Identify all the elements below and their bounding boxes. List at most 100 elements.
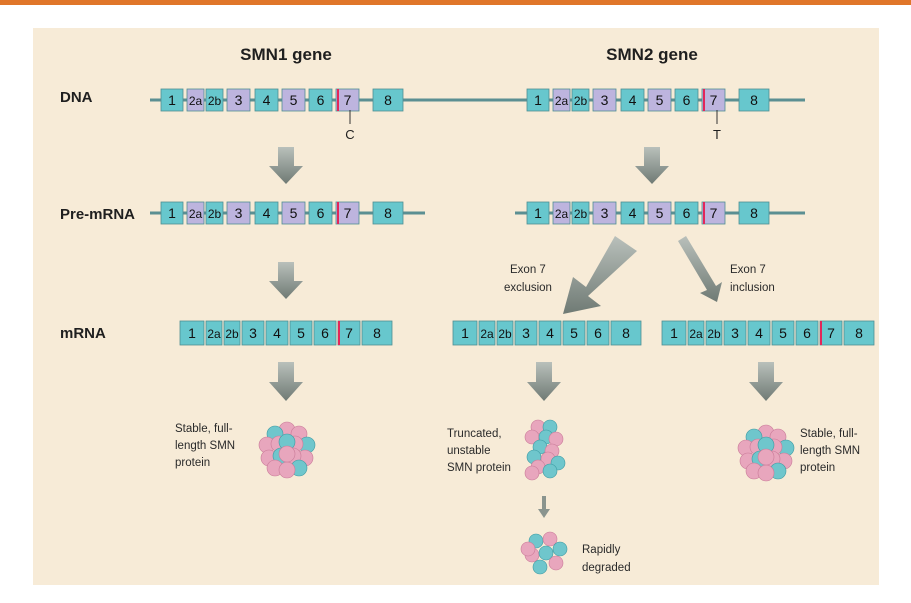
smn1-premrna-exon-5	[281, 201, 306, 225]
smn2-premrna-exon-label-8: 8	[750, 205, 758, 221]
smn2-mrna-excluded-exon-label-2b: 2b	[498, 327, 512, 341]
smn1-dna-exon-7	[335, 88, 360, 112]
arrow-full-mrna-to-protein	[749, 362, 783, 401]
smn2-dna-exon-8	[738, 88, 770, 112]
smn1-mrna-exon-2b	[223, 320, 241, 346]
smn1-gene-title: SMN1 gene	[240, 45, 332, 64]
smn2-premrna-exon-5	[647, 201, 672, 225]
protein-bead	[542, 531, 558, 547]
smn2-dna-exon-label-8: 8	[750, 92, 758, 108]
smn2-premrna-exon-6	[674, 201, 699, 225]
smn1-dna-exon-3	[226, 88, 251, 112]
smn1-premrna-exon-label-2a: 2a	[189, 207, 203, 221]
smn2-mrna-included-exon-1	[661, 320, 687, 346]
smn2-mrna-included-exon-label-6: 6	[803, 325, 811, 341]
smn2-mrna-included-exon-label-5: 5	[779, 325, 787, 341]
smn1-mrna-exon-1	[179, 320, 205, 346]
smn2-premrna-exon-label-6: 6	[683, 205, 691, 221]
smn2-premrna-exon-2b	[571, 201, 590, 225]
smn2-mrna-included-exon-8	[843, 320, 875, 346]
flow-arrows	[269, 147, 783, 518]
smn1-premrna-exon-2a	[186, 201, 205, 225]
smn1-mrna-exon-2a	[205, 320, 223, 346]
arrow-smn1-premrna-to-mrna	[269, 262, 303, 299]
smn2-truncated-protein	[524, 419, 566, 481]
smn2-dna-exon-label-6: 6	[683, 92, 691, 108]
smn2-dna-exon-label-5: 5	[656, 92, 664, 108]
smn2-dna-exon-label-2b: 2b	[574, 94, 588, 108]
smn1-premrna-exon-label-7: 7	[344, 205, 352, 221]
truncated-outcome-line2: unstable	[447, 445, 490, 457]
smn2-mrna-included-exon-4	[747, 320, 771, 346]
smn2-premrna-exon-label-2a: 2a	[555, 207, 569, 221]
smn1-dna-exon-label-1: 1	[168, 92, 176, 108]
protein-clusters	[258, 419, 795, 575]
smn2-premrna-exon-2a	[552, 201, 571, 225]
smn1-premrna-exon-label-1: 1	[168, 205, 176, 221]
protein-bead	[524, 465, 540, 481]
smn2-premrna-exon-label-4: 4	[629, 205, 637, 221]
smn2-dna-exon-label-2a: 2a	[555, 94, 569, 108]
smn1-mrna-exon-label-5: 5	[297, 325, 305, 341]
smn2-dna-exon-label-7: 7	[710, 92, 718, 108]
smn1-premrna-exon-label-4: 4	[263, 205, 271, 221]
smn2-mrna-excluded-exon-6	[586, 320, 610, 346]
smn2-mrna-excluded-exon-label-2a: 2a	[480, 327, 494, 341]
smn1-mrna-exon-label-2b: 2b	[225, 327, 239, 341]
smn1-mrna-exon-label-7: 7	[345, 325, 353, 341]
smn1-mrna-exon-label-6: 6	[321, 325, 329, 341]
smn1-dna-exon-2a	[186, 88, 205, 112]
smn1-dna-exon-1	[160, 88, 184, 112]
smn1-premrna-exon-label-5: 5	[290, 205, 298, 221]
smn1-dna-exon-label-4: 4	[263, 92, 271, 108]
smn1-outcome-line2: length SMN	[175, 440, 235, 452]
row-label-dna: DNA	[60, 89, 93, 106]
exclusion-label-line2: exclusion	[504, 282, 552, 294]
smn2-mrna-excluded-exon-label-6: 6	[594, 325, 602, 341]
smn2-mrna-excluded-exon-label-4: 4	[546, 325, 554, 341]
smn2-mrna-included-exon-label-2b: 2b	[707, 327, 721, 341]
smn2-nucleotide-t: T	[713, 127, 721, 142]
smn2-mrna-included-exon-label-7: 7	[827, 325, 835, 341]
smn1-dna-exon-8	[372, 88, 404, 112]
protein-bead	[278, 461, 296, 479]
smn1-premrna-exon-3	[226, 201, 251, 225]
smn2-dna-exon-1	[526, 88, 550, 112]
smn1-dna-exon-4	[254, 88, 279, 112]
smn2-dna-exon-2a	[552, 88, 571, 112]
smn2-dna-exon-3	[592, 88, 617, 112]
smn1-dna-exon-label-7: 7	[344, 92, 352, 108]
smn2-dna-exon-label-4: 4	[629, 92, 637, 108]
smn2-mrna-included-exon-2a	[687, 320, 705, 346]
arrow-degradation	[538, 496, 550, 518]
smn2-mrna-excluded-exon-1	[452, 320, 478, 346]
smn1-premrna-exon-1	[160, 201, 184, 225]
smn1-premrna-exon-label-2b: 2b	[208, 207, 222, 221]
smn2-mrna-included-exon-label-3: 3	[731, 325, 739, 341]
smn2-full-outcome-line1: Stable, full-	[800, 428, 858, 440]
smn2-mrna-excluded-exon-label-3: 3	[522, 325, 530, 341]
protein-bead	[532, 559, 548, 575]
smn2-gene-title: SMN2 gene	[606, 45, 698, 64]
protein-bead	[552, 541, 568, 557]
smn1-mrna-exon-3	[241, 320, 265, 346]
top-accent-bar	[0, 0, 911, 5]
smn1-mrna-exon-5	[289, 320, 313, 346]
smn2-premrna-exon-label-1: 1	[534, 205, 542, 221]
smn2-premrna-exon-3	[592, 201, 617, 225]
smn2-mrna-included-exon-2b	[705, 320, 723, 346]
smn1-premrna-exon-label-8: 8	[384, 205, 392, 221]
smn2-mrna-excluded-exon-5	[562, 320, 586, 346]
smn2-dna-exon-label-3: 3	[601, 92, 609, 108]
smn2-mrna-excluded-exon-2b	[496, 320, 514, 346]
truncated-outcome-line1: Truncated,	[447, 428, 502, 440]
smn1-mrna-exon-label-2a: 2a	[207, 327, 221, 341]
smn2-premrna-exon-label-7: 7	[710, 205, 718, 221]
inclusion-label-line1: Exon 7	[730, 264, 766, 276]
smn1-dna-exon-label-5: 5	[290, 92, 298, 108]
smn2-dna-exon-5	[647, 88, 672, 112]
smn2-mrna-excluded-exon-4	[538, 320, 562, 346]
